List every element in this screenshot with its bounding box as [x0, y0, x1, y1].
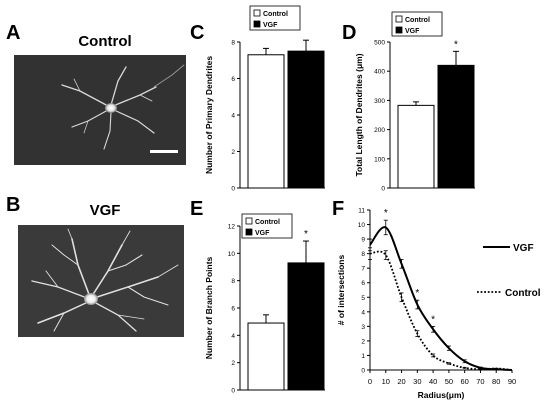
- y-axis-title: Number of Primary Dendrites: [204, 56, 214, 174]
- significance-mark: *: [454, 39, 458, 50]
- y-tick-label: 500: [374, 40, 385, 47]
- y-axis-title: Number of Branch Points: [204, 256, 214, 359]
- y-tick-label: 6: [231, 306, 235, 313]
- significance-mark: *: [431, 314, 435, 325]
- y-axis-title: # of intersections: [336, 255, 346, 326]
- y-tick-label: 8: [231, 40, 235, 47]
- bar-control: [397, 104, 435, 189]
- panel-label-e: E: [190, 198, 204, 220]
- legend: VGF Control: [477, 243, 541, 299]
- y-tick-label: 3: [361, 324, 365, 331]
- y-tick-label: 100: [374, 156, 385, 163]
- y-tick-label: 2: [231, 149, 235, 156]
- neuron-soma-control: [105, 103, 117, 113]
- x-tick-label: 20: [397, 377, 405, 386]
- significance-mark: *: [384, 208, 388, 219]
- legend-label-control: Control: [263, 11, 288, 18]
- y-tick-label: 5: [361, 295, 365, 302]
- legend-swatch-vgf: [245, 228, 253, 236]
- legend-swatch-control: [245, 217, 253, 225]
- y-tick-label: 0: [231, 186, 235, 193]
- bar-vgf: [287, 50, 325, 189]
- panel-a-title: Control: [78, 33, 132, 50]
- panel-label-c: C: [190, 22, 205, 44]
- x-axis-title: Radius(μm): [418, 390, 465, 400]
- legend-label-control: Control: [505, 288, 541, 299]
- legend-label-control: Control: [255, 219, 280, 226]
- significance-mark: *: [304, 229, 308, 240]
- bar-control: [247, 322, 285, 391]
- legend-label-control: Control: [405, 17, 430, 24]
- legend-label-vgf: VGF: [405, 28, 420, 35]
- y-tick-label: 4: [231, 113, 235, 120]
- neuron-dendrites-vgf: [31, 228, 179, 332]
- y-tick-label: 6: [231, 76, 235, 83]
- legend-swatch-vgf: [253, 20, 261, 28]
- x-tick-label: 60: [460, 377, 468, 386]
- x-tick-label: 50: [445, 377, 453, 386]
- y-tick-label: 4: [361, 309, 365, 316]
- y-tick-label: 400: [374, 69, 385, 76]
- panel-label-f: F: [332, 198, 345, 220]
- legend-swatch-control: [253, 9, 261, 17]
- micrograph-vgf: [18, 225, 184, 337]
- y-tick-label: 10: [228, 251, 236, 258]
- legend-swatch-control: [395, 15, 403, 23]
- micrograph-control: [14, 55, 186, 165]
- y-tick-label: 8: [231, 278, 235, 285]
- y-tick-label: 0: [361, 368, 365, 375]
- y-axis-title: Total Length of Dendrites (μm): [354, 53, 364, 176]
- y-tick-label: 0: [231, 388, 235, 395]
- series-line-vgf: [369, 226, 513, 371]
- x-tick-label: 40: [429, 377, 437, 386]
- panel-label-b: B: [6, 194, 21, 216]
- legend-label-vgf: VGF: [263, 22, 278, 29]
- significance-mark: *: [415, 288, 419, 299]
- x-tick-label: 80: [492, 377, 500, 386]
- y-tick-label: 1: [361, 353, 365, 360]
- x-tick-label: 0: [368, 377, 372, 386]
- neuron-dendrites-control: [61, 64, 185, 150]
- x-tick-label: 90: [508, 377, 516, 386]
- chart-f: 0 1 2 3 4 5 6 7 8 9 10 11 0 10 20 30 40 50 60 70 80 90Radius(…: [336, 208, 541, 401]
- neuron-soma-vgf: [84, 293, 98, 305]
- bar-vgf: [287, 262, 325, 391]
- panel-label-a: A: [6, 22, 21, 44]
- y-tick-label: 200: [374, 127, 385, 134]
- y-tick-label: 0: [381, 186, 385, 193]
- legend-label-vgf: VGF: [513, 243, 534, 254]
- y-tick-label: 10: [358, 222, 366, 229]
- panel-b-title: VGF: [89, 202, 121, 219]
- y-tick-label: 300: [374, 98, 385, 105]
- x-tick-label: 10: [382, 377, 390, 386]
- y-tick-label: 2: [361, 338, 365, 345]
- y-tick-label: 2: [231, 360, 235, 367]
- panel-label-d: D: [342, 22, 357, 44]
- y-tick-label: 7: [361, 266, 365, 273]
- bar-control: [247, 54, 285, 189]
- legend-swatch-vgf: [395, 26, 403, 34]
- y-tick-label: 12: [228, 224, 236, 231]
- y-tick-label: 6: [361, 280, 365, 287]
- y-tick-label: 4: [231, 333, 235, 340]
- series-line-control: [369, 250, 513, 371]
- scale-bar: [150, 150, 178, 153]
- bar-vgf: [437, 64, 475, 189]
- x-tick-label: 30: [413, 377, 421, 386]
- legend-label-vgf: VGF: [255, 230, 270, 237]
- x-tick-label: 70: [476, 377, 484, 386]
- y-tick-label: 8: [361, 251, 365, 258]
- y-tick-label: 11: [358, 208, 365, 215]
- y-tick-label: 9: [361, 237, 365, 244]
